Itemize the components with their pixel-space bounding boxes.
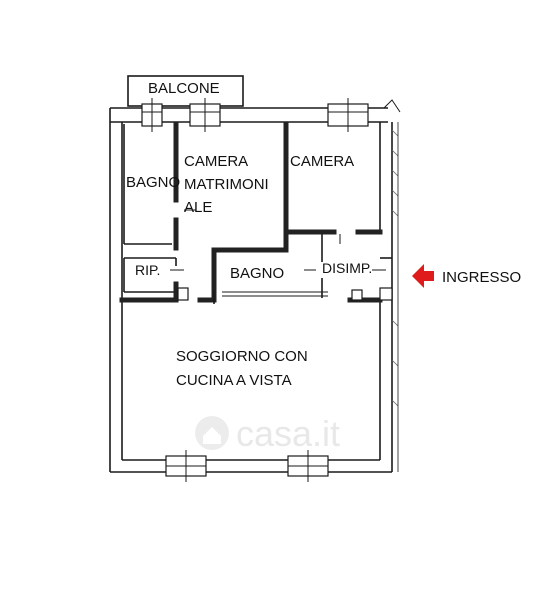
room-label-soggiorno: CUCINA A VISTA [176,372,292,389]
room-labels: BALCONE BAGNO CAMERA MATRIMONI ALE CAMER… [126,80,372,389]
windows [141,98,369,482]
watermark: casa.it [195,413,340,454]
room-label-soggiorno: SOGGIORNO CON [176,348,308,365]
room-label-balcone: BALCONE [148,80,220,97]
entrance-marker: INGRESSO [412,264,521,288]
interior-walls [119,121,393,304]
room-label-bagno: BAGNO [230,265,284,282]
room-label-bagno: BAGNO [126,174,180,191]
outer-walls [109,99,401,473]
room-label-camera-matrimoniale: CAMERA [184,153,248,170]
balcony [127,75,244,107]
room-label-camera: CAMERA [290,153,354,170]
watermark-text: casa.it [236,413,340,454]
room-label-ripostiglio: RIP. [135,262,160,278]
room-label-camera-matrimoniale: ALE [184,199,212,216]
entrance-label: INGRESSO [442,269,521,286]
room-label-camera-matrimoniale: MATRIMONI [184,176,269,193]
arrow-left-icon [412,264,434,288]
room-label-disimpegno: DISIMP. [322,260,372,276]
